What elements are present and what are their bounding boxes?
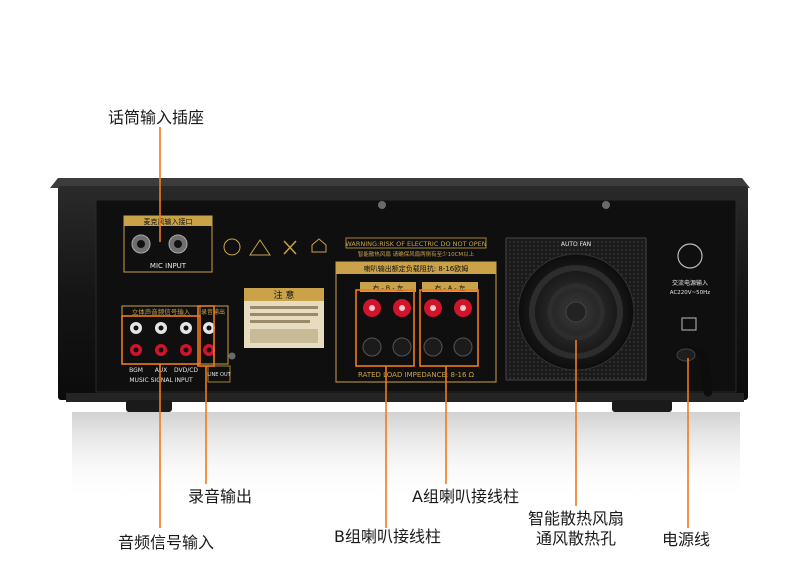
mic-input-label: MIC INPUT — [150, 262, 187, 270]
rca-hole — [206, 347, 212, 353]
record-out-title: 录音输出 — [201, 308, 225, 316]
fan-ring — [547, 283, 605, 341]
chassis-bottom — [66, 393, 744, 402]
mic-section-title: 麦克风输入接口 — [144, 217, 193, 226]
callout-record-output: 录音输出 — [188, 487, 253, 506]
rca-hole — [158, 347, 164, 353]
power-spec: AC220V~50Hz — [670, 290, 711, 296]
binding-post-hole — [430, 305, 436, 311]
bin-crossed-icon — [283, 240, 297, 255]
callout-speaker-a: A组喇叭接线柱 — [412, 487, 519, 506]
power-cord-strain-relief — [676, 348, 696, 362]
speaker-a-label-bg — [422, 282, 478, 292]
impedance-cn: 喇叭输出额定负载阻抗: 8-16欧姆 — [364, 264, 468, 273]
callout-fan-line1: 智能散热风扇 — [527, 509, 624, 528]
home-use-icon — [311, 238, 327, 253]
chassis-top-edge — [50, 178, 750, 188]
speaker-a-highlight — [419, 289, 479, 367]
music-signal-input: MUSIC SIGNAL INPUT — [129, 377, 193, 384]
screw — [602, 201, 610, 209]
mic-jack-2-hole — [174, 240, 182, 248]
ccc-cert-icon — [677, 243, 703, 269]
mic-input-header — [124, 216, 212, 226]
callout-lines — [121, 127, 689, 528]
fan-hub — [565, 301, 587, 323]
callout-speaker-b: B组喇叭接线柱 — [334, 527, 441, 546]
speaker-a-label: 右 - A - 左 — [435, 283, 466, 292]
attention-text-line — [250, 313, 318, 316]
screw — [228, 352, 236, 360]
cert-icon — [223, 238, 241, 256]
bgm-label: BGM — [129, 367, 143, 374]
auto-fan-label: AUTO FAN — [561, 241, 591, 248]
floor-reflection — [72, 412, 740, 502]
line-out-label: LINE OUT — [207, 372, 231, 378]
cert-triangle-icon — [249, 239, 271, 256]
speaker-b-right-negative[interactable] — [362, 337, 382, 357]
screw — [378, 201, 386, 209]
warning-subtitle: 智能散热风扇 请确保风扇两侧有至少10CM以上 — [358, 250, 475, 258]
line-out-badge — [207, 365, 231, 383]
attention-header — [244, 288, 324, 301]
binding-post-hole — [460, 305, 466, 311]
attention-text-line — [250, 306, 318, 309]
stereo-input-title: 立体声音频信号输入 — [132, 307, 191, 316]
callout-audio-input: 音频信号输入 — [118, 533, 215, 552]
double-insulation-icon — [681, 317, 697, 331]
audio-input-highlight — [121, 315, 201, 365]
callout-power-cord: 电源线 — [662, 530, 711, 549]
speaker-a-left-negative[interactable] — [453, 337, 473, 357]
aux-label: AUX — [155, 367, 168, 374]
binding-post-hole — [399, 305, 405, 311]
callout-fan: 智能散热风扇 通风散热孔 — [516, 509, 636, 549]
foot-left — [126, 400, 172, 412]
rca-hole — [206, 325, 212, 331]
dvd-label: DVD/CD — [174, 367, 198, 374]
foot-right — [612, 400, 672, 412]
attention-title: 注 意 — [274, 289, 295, 301]
spec-table — [250, 329, 318, 343]
impedance-header — [336, 262, 496, 274]
callout-mic-input: 话筒输入插座 — [108, 108, 205, 127]
rca-hole — [183, 347, 189, 353]
warning-title: WARNING:RISK OF ELECTRIC DO NOT OPEN — [345, 240, 486, 248]
speaker-b-label: 右 - B - 左 — [373, 283, 404, 292]
speaker-b-highlight — [355, 289, 415, 367]
mic-jack-1-hole — [137, 240, 145, 248]
speaker-b-left-negative[interactable] — [392, 337, 412, 357]
rca-hole — [183, 325, 189, 331]
rca-hole — [133, 325, 139, 331]
speaker-a-right-negative[interactable] — [423, 337, 443, 357]
attention-text-line — [250, 320, 310, 323]
rca-hole — [133, 347, 139, 353]
callout-fan-line2: 通风散热孔 — [535, 529, 616, 548]
binding-post-hole — [369, 305, 375, 311]
power-label-cn: 交流电源输入 — [672, 279, 708, 287]
rca-hole — [158, 325, 164, 331]
warning-frame — [345, 237, 487, 249]
speaker-b-label-bg — [360, 282, 416, 292]
impedance-en: RATED LOAD IMPEDANCE: 8-16 Ω — [358, 371, 475, 379]
